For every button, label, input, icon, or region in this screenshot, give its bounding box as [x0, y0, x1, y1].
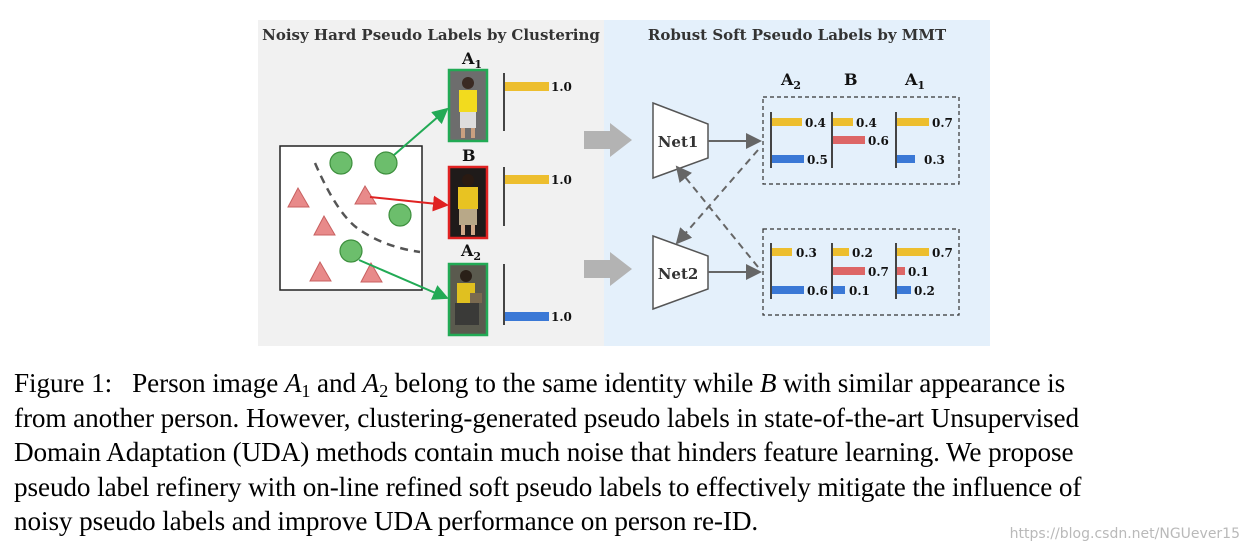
person-photo-a1: [447, 68, 489, 143]
soft-bar: [833, 136, 865, 144]
hard-label-bar: [505, 175, 549, 184]
soft-bar: [772, 118, 802, 126]
soft-bar: [833, 118, 853, 126]
soft-value: 0.5: [807, 153, 828, 167]
soft-bar: [897, 118, 929, 126]
person-photo-b: [447, 165, 489, 240]
net2-soft-labels: 0.3 0.6 0.2 0.7 0.1 0.7 0.1 0.2: [762, 228, 960, 316]
cluster-box: [279, 145, 423, 291]
soft-bar: [772, 155, 804, 163]
figure-diagram: Noisy Hard Pseudo Labels by Clustering R…: [258, 20, 990, 346]
figure-caption: Figure 1: Person image A1 and A2 belong …: [14, 366, 1238, 539]
caption-line-4: pseudo label refinery with on-line refin…: [14, 471, 1082, 502]
hard-label-chart-b: 1.0: [503, 167, 572, 226]
soft-bar: [833, 267, 865, 275]
watermark: https://blog.csdn.net/NGUever15: [1009, 526, 1240, 542]
soft-value: 0.6: [868, 134, 889, 148]
col-header-a2: A2: [780, 70, 801, 92]
soft-bar: [833, 248, 849, 256]
caption-label: Figure 1:: [14, 368, 113, 398]
circle-sample: [388, 203, 412, 227]
col-header-b: B: [844, 70, 858, 89]
soft-bar: [833, 286, 845, 294]
person-photo-a2: [447, 262, 489, 337]
cluster-boundary: [313, 162, 421, 254]
triangle-sample: [313, 214, 336, 236]
soft-bar: [897, 286, 911, 294]
caption-line-3: Domain Adaptation (UDA) methods contain …: [14, 437, 1074, 467]
hard-label-value: 1.0: [551, 80, 572, 94]
hard-label-value: 1.0: [551, 173, 572, 187]
soft-bar: [897, 267, 905, 275]
soft-bar: [897, 155, 915, 163]
hard-label-chart-a1: 1.0: [503, 73, 572, 131]
label-a1: A1: [461, 49, 482, 71]
gray-arrow-bottom: [584, 252, 632, 286]
red-arrow-b: [369, 195, 449, 212]
net1: Net1: [652, 101, 709, 180]
label-a2: A2: [460, 241, 481, 263]
soft-bar: [772, 248, 792, 256]
net1-soft-labels: 0.4 0.5 0.4 0.6 0.7 0.3: [762, 96, 960, 185]
caption-line-2: from another person. However, clustering…: [14, 402, 1080, 433]
net1-label: Net1: [658, 133, 699, 151]
soft-value: 0.7: [868, 265, 889, 279]
soft-value: 0.7: [932, 246, 953, 260]
circle-sample: [374, 151, 398, 175]
soft-value: 0.7: [932, 116, 953, 130]
gray-arrow-top: [584, 123, 632, 157]
soft-bar: [897, 248, 929, 256]
soft-value: 0.6: [807, 284, 828, 298]
right-panel-title: Robust Soft Pseudo Labels by MMT: [648, 26, 947, 44]
cross-arrow-net2-to-net1: [675, 165, 759, 268]
net2-label: Net2: [658, 265, 699, 283]
green-arrow-a1: [393, 107, 449, 156]
soft-bar: [772, 286, 804, 294]
triangle-sample: [360, 261, 383, 283]
net2: Net2: [652, 234, 709, 311]
soft-value: 0.2: [914, 284, 935, 298]
hard-label-chart-a2: 1.0: [503, 264, 572, 325]
circle-sample: [339, 239, 363, 263]
left-panel-title: Noisy Hard Pseudo Labels by Clustering: [262, 26, 600, 44]
hard-label-value: 1.0: [551, 310, 572, 324]
soft-value: 0.1: [849, 284, 870, 298]
triangle-sample: [287, 186, 310, 208]
label-b: B: [462, 146, 476, 165]
soft-value: 0.3: [796, 246, 817, 260]
cross-arrow-net1-to-net2: [675, 149, 759, 245]
soft-value: 0.3: [924, 153, 945, 167]
green-arrow-a2: [358, 259, 449, 300]
col-header-a1: A1: [904, 70, 925, 92]
soft-value: 0.1: [908, 265, 929, 279]
hard-label-bar: [505, 82, 549, 91]
hard-label-bar: [505, 312, 549, 321]
soft-value: 0.4: [805, 116, 826, 130]
soft-value: 0.4: [856, 116, 877, 130]
triangle-sample: [354, 185, 377, 205]
circle-sample: [329, 151, 353, 175]
soft-value: 0.2: [852, 246, 873, 260]
caption-line-1: Figure 1: Person image A1 and A2 belong …: [14, 368, 1066, 401]
triangle-sample: [309, 260, 332, 282]
caption-line-5: noisy pseudo labels and improve UDA perf…: [14, 506, 759, 536]
